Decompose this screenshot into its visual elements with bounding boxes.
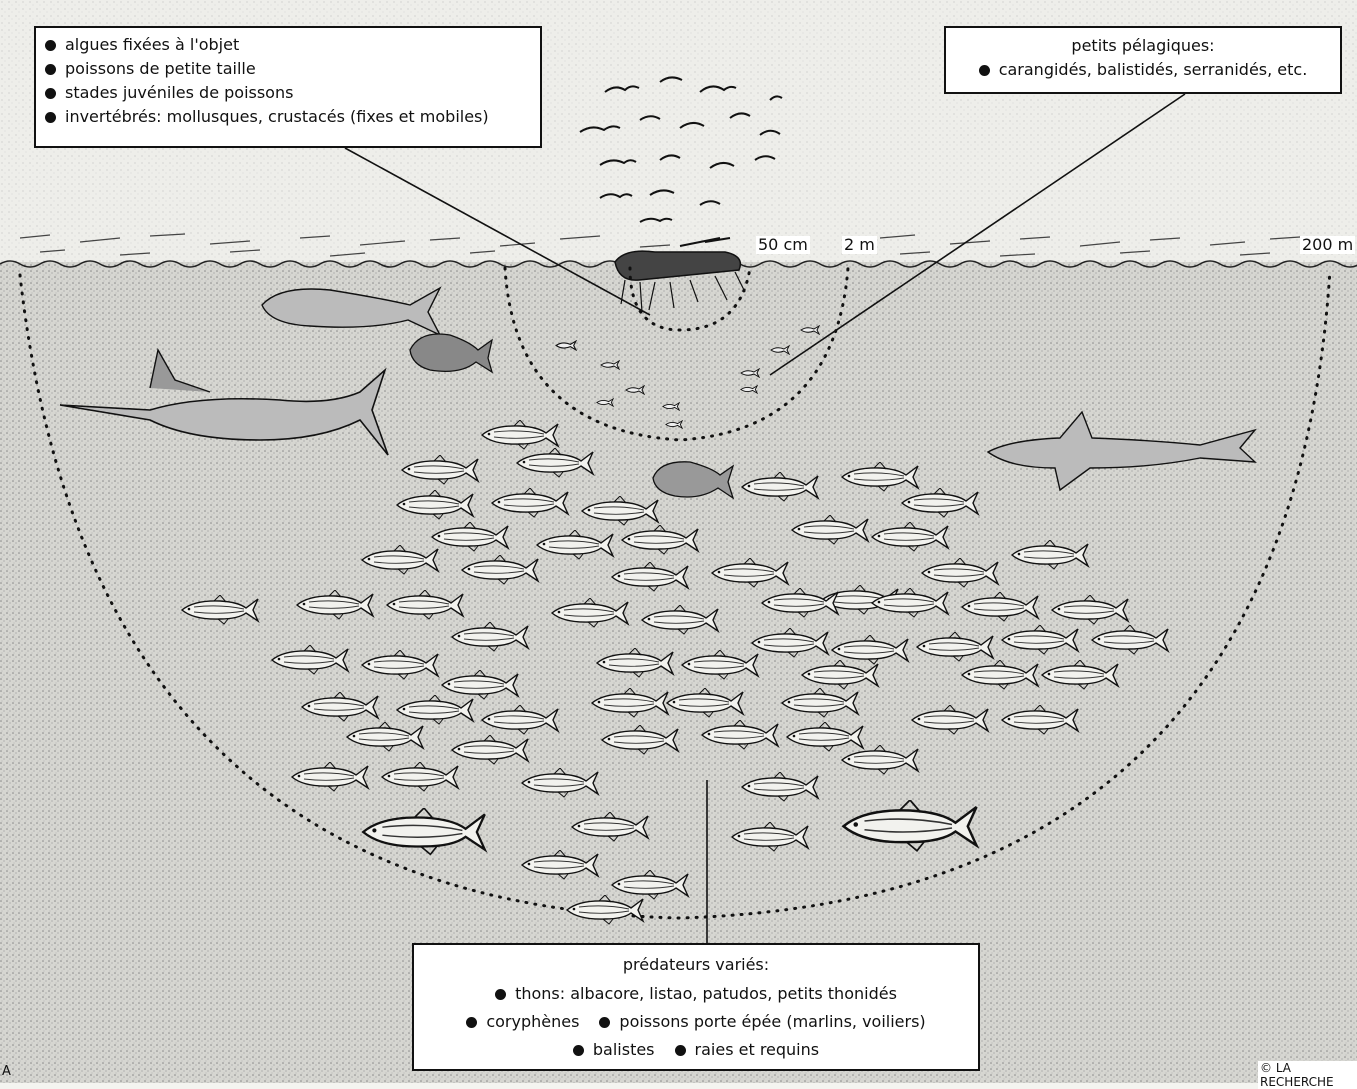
list-item: raies et requins [675, 1036, 820, 1064]
list-item: poissons de petite taille [45, 57, 540, 81]
list-item: stades juvéniles de poissons [45, 81, 540, 105]
copyright-credit: © LA RECHERCHE [1258, 1061, 1357, 1089]
bullet-icon [466, 1017, 477, 1028]
bullet-icon [495, 989, 506, 1000]
depth-label-200m: 200 m [1300, 236, 1355, 254]
bullet-icon [45, 112, 56, 123]
list-item: algues fixées à l'objet [45, 33, 540, 57]
list-item: invertébrés: mollusques, crustacés (fixe… [45, 105, 540, 129]
bullet-icon [599, 1017, 610, 1028]
list-item: carangidés, balistidés, serranidés, etc. [954, 58, 1332, 82]
bullet-icon [45, 40, 56, 51]
bullet-icon [675, 1045, 686, 1056]
list-item: coryphènes [466, 1008, 579, 1036]
list-item: balistes [573, 1036, 655, 1064]
small-pelagics-box: petits pélagiques: carangidés, balistidé… [944, 26, 1342, 94]
bullet-icon [979, 65, 990, 76]
attached-organisms-box: algues fixées à l'objet poissons de peti… [34, 26, 542, 148]
predators-box: prédateurs variés: thons: albacore, list… [412, 943, 980, 1071]
depth-label-2m: 2 m [842, 236, 877, 254]
panel-letter: A [2, 1064, 11, 1079]
bullet-icon [45, 88, 56, 99]
list-item: thons: albacore, listao, patudos, petits… [495, 980, 897, 1008]
box-heading: petits pélagiques: [954, 34, 1332, 58]
list-item: poissons porte épée (marlins, voiliers) [599, 1008, 925, 1036]
bullet-icon [45, 64, 56, 75]
bullet-icon [573, 1045, 584, 1056]
box-heading: prédateurs variés: [414, 953, 978, 977]
depth-label-50cm: 50 cm [756, 236, 810, 254]
